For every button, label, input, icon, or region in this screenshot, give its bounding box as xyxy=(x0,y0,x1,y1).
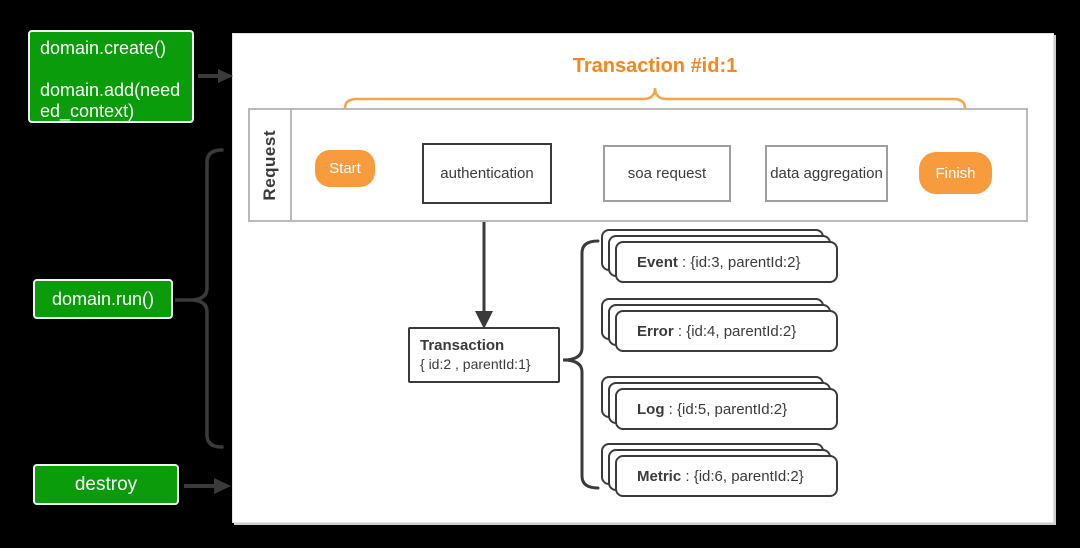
run-scope-brace xyxy=(175,148,224,449)
destroy-arrow xyxy=(184,478,231,494)
error-card-stack: Error : {id:4, parentId:2} xyxy=(601,298,838,352)
card-detail: : {id:5, parentId:2} xyxy=(664,400,788,418)
request-label: Request xyxy=(260,129,279,201)
request-lane: Request Start authentication soa request… xyxy=(248,108,1028,222)
card-detail: : {id:6, parentId:2} xyxy=(681,467,804,485)
card-name: Event xyxy=(637,253,678,271)
start-node: Start xyxy=(315,150,375,187)
transaction-title: Transaction #id:1 xyxy=(572,55,738,77)
domain-run-box: domain.run() xyxy=(33,279,173,319)
card-name: Error xyxy=(637,322,674,340)
create-arrow xyxy=(198,69,233,83)
event-card-stack: Event : {id:3, parentId:2} xyxy=(601,229,838,283)
metric-card-stack: Metric : {id:6, parentId:2} xyxy=(601,443,838,497)
card-detail: : {id:3, parentId:2} xyxy=(677,253,801,271)
request-label-cell: Request xyxy=(250,110,292,220)
step-authentication: authentication xyxy=(422,143,552,204)
event-card: Event : {id:3, parentId:2} xyxy=(615,241,838,283)
card-name: Metric xyxy=(637,467,682,485)
error-card: Error : {id:4, parentId:2} xyxy=(615,310,838,352)
metric-card: Metric : {id:6, parentId:2} xyxy=(615,455,838,497)
log-card-stack: Log : {id:5, parentId:2} xyxy=(601,376,838,430)
finish-node: Finish xyxy=(919,152,992,194)
transaction-node-title: Transaction xyxy=(420,337,505,354)
card-detail: : {id:4, parentId:2} xyxy=(673,322,797,340)
destroy-box: destroy xyxy=(33,464,179,505)
log-card: Log : {id:5, parentId:2} xyxy=(615,388,838,430)
step-soa-request: soa request xyxy=(603,145,731,202)
transaction-node-detail: { id:2 , parentId:1} xyxy=(420,356,531,372)
transaction-node: Transaction { id:2 , parentId:1} xyxy=(408,327,560,383)
domain-create-box: domain.create() domain.add(need ed_conte… xyxy=(28,30,194,123)
step-data-aggregation: data aggregation xyxy=(765,145,888,202)
card-name: Log xyxy=(637,400,665,418)
